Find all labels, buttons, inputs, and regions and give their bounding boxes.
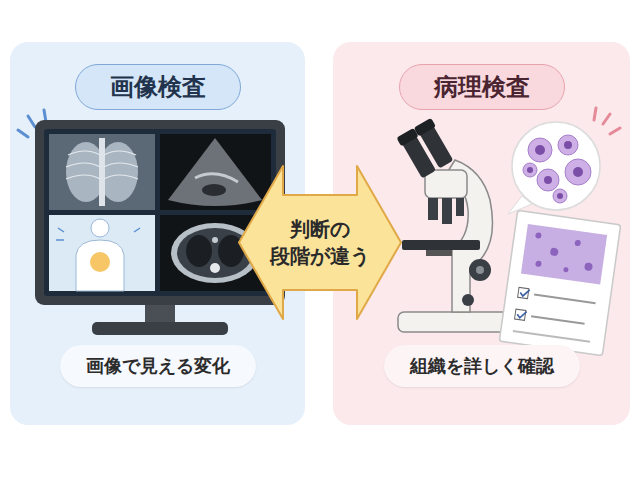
- section-heading: 画像検査: [75, 64, 241, 110]
- caption-pill: 組織を詳しく確認: [384, 345, 580, 387]
- double-arrow: 判断の 段階が違う: [238, 165, 402, 320]
- arrow-shape: [238, 165, 402, 320]
- arrow-outline: [239, 166, 401, 319]
- report-sheet: [499, 210, 620, 355]
- caption-text: 画像で見える変化: [86, 354, 230, 378]
- section-panel: 病理検査組織を詳しく確認: [333, 42, 630, 425]
- arrow-label: 判断の 段階が違う: [264, 216, 376, 270]
- section-heading: 病理検査: [399, 64, 565, 110]
- caption-pill: 画像で見える変化: [60, 345, 256, 387]
- cell-bubble: [508, 122, 600, 214]
- accent-marks: [594, 108, 620, 134]
- microscope-illustration: [396, 118, 510, 332]
- caption-text: 組織を詳しく確認: [410, 354, 554, 378]
